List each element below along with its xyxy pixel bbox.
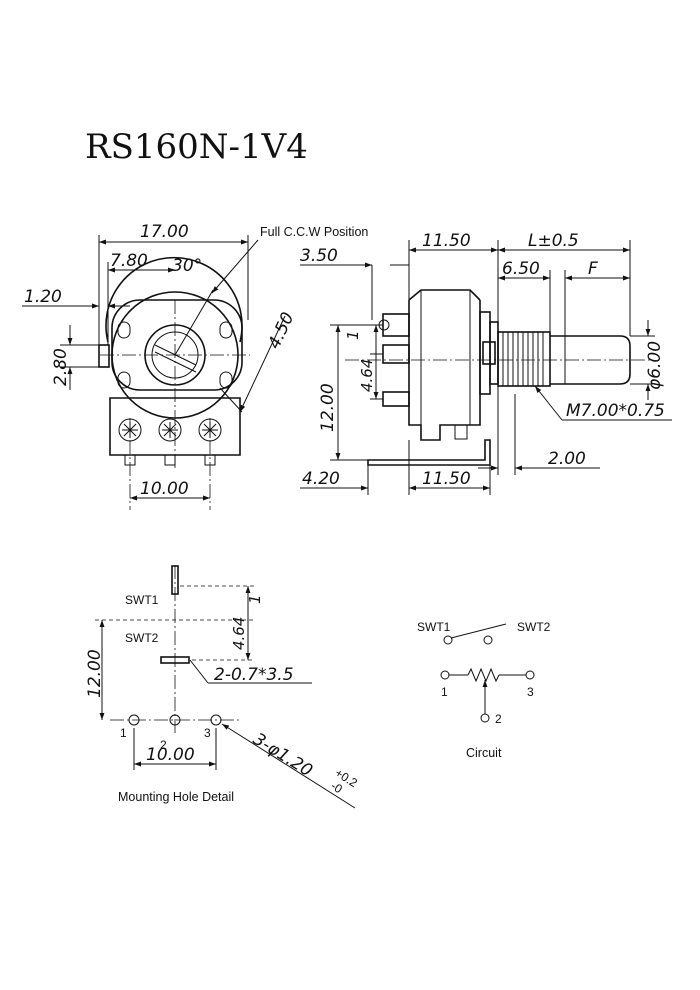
dim-height: 12.00	[318, 383, 338, 432]
dim-switch-offset: 1	[344, 330, 362, 340]
mounting-hole-detail: SWT1 SWT2 1 2 3 12.00 4.64 1 2-0.7*3.5 1…	[85, 565, 360, 809]
dim-shaft-length: L±0.5	[528, 231, 579, 251]
front-view: 17.00 7.80 30° Full C.C.W Position 1.20 …	[22, 222, 368, 510]
dim-pin-pitch: 10.00	[140, 479, 189, 499]
circuit-t1-label: 1	[441, 685, 448, 699]
side-view: 11.50 L±0.5 6.50 F 3.50 4.64 1 12.00	[300, 231, 672, 495]
circuit-swt2-label: SWT2	[517, 620, 551, 634]
dim-shaft-dia: φ6.00	[645, 341, 665, 390]
mount-slot-spec: 2-0.7*3.5	[214, 665, 294, 685]
pin-3-label: 3	[204, 726, 211, 740]
mount-dim-switch-offset: 1	[246, 594, 264, 604]
dim-washer: 2.00	[548, 449, 586, 469]
dim-left-margin: 1.20	[24, 287, 62, 307]
pin-2-label: 2	[160, 738, 167, 752]
mount-swt2-label: SWT2	[125, 631, 159, 645]
circuit-swt1-label: SWT1	[417, 620, 451, 634]
circuit-diagram: SWT1 SWT2 1 2 3 Circuit	[417, 620, 551, 760]
mount-dim-pitch: 10.00	[146, 745, 195, 765]
dim-lead-length: 11.50	[422, 469, 471, 489]
circuit-caption: Circuit	[466, 746, 502, 760]
dim-angle: 30°	[172, 256, 202, 276]
dim-diagonal: 4.50	[264, 309, 298, 352]
dim-offset: 7.80	[110, 251, 148, 271]
circuit-t2-label: 2	[495, 712, 502, 726]
circuit-t3-label: 3	[527, 685, 534, 699]
mount-dim-height: 12.00	[85, 649, 105, 698]
dim-thread: M7.00*0.75	[566, 401, 665, 421]
mount-swt1-label: SWT1	[125, 593, 159, 607]
dim-switch-pitch: 4.64	[358, 359, 376, 392]
drawing-title: RS160N-1V4	[85, 127, 308, 167]
dim-bushing-length: 6.50	[502, 259, 540, 279]
mount-hole-spec: 3-φ1.20	[249, 729, 316, 781]
dim-width: 17.00	[140, 222, 189, 242]
note-full-ccw: Full C.C.W Position	[260, 225, 368, 239]
mount-caption: Mounting Hole Detail	[118, 790, 234, 804]
dim-lead-offset: 4.20	[302, 469, 340, 489]
dim-tab-offset: 3.50	[300, 246, 338, 266]
dim-tab-height: 2.80	[51, 348, 71, 386]
dim-flat-length: F	[588, 259, 598, 279]
mount-dim-switch-pitch: 4.64	[230, 617, 248, 650]
pin-1-label: 1	[120, 726, 127, 740]
dim-body-length: 11.50	[422, 231, 471, 251]
